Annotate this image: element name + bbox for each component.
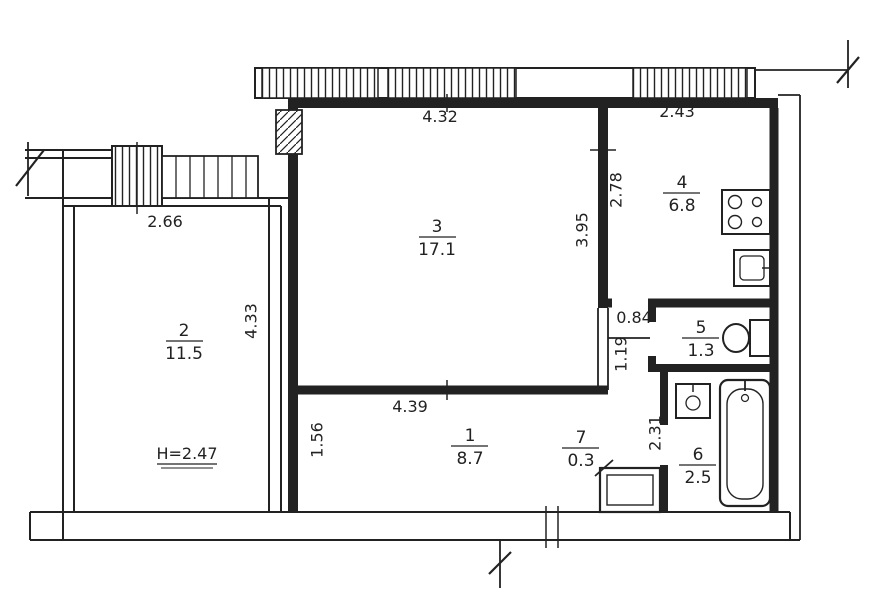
room-5-area: 1.3	[687, 341, 714, 361]
dim-entry-width: 2.66	[147, 212, 183, 231]
room-3-number: 3	[432, 217, 443, 237]
axis-ticks	[15, 40, 860, 588]
room-1-number: 1	[465, 426, 476, 446]
kitchen-sink-icon	[733, 249, 772, 287]
stairs-icon	[161, 155, 259, 199]
room-6-area: 2.5	[684, 468, 711, 488]
bathtub-icon	[718, 378, 772, 508]
stove-icon	[721, 189, 771, 235]
room-4-area: 6.8	[668, 196, 695, 216]
dim-room3-width-bottom: 4.39	[392, 397, 428, 416]
exterior-walls	[29, 94, 801, 541]
dim-room3-depth: 3.95	[573, 212, 592, 248]
window-icon	[261, 67, 379, 99]
window-band	[254, 67, 756, 99]
dimension-labels: 4.32 2.43 2.66 0.84 4.39 2.78 3.95 4.33 …	[147, 102, 695, 469]
washbasin-icon	[675, 383, 711, 419]
closet-box	[594, 459, 662, 514]
toilet-icon	[722, 319, 771, 357]
room-labels: 1 8.7 2 11.5 3 17.1 4 6.8 5 1.3 6 2.5 7 …	[165, 173, 719, 488]
dim-room3-width-top: 4.32	[422, 107, 458, 126]
room-7-area: 0.3	[567, 451, 594, 471]
room-6-number: 6	[693, 445, 704, 465]
room-2-number: 2	[179, 321, 190, 341]
dim-room4-depth: 2.78	[607, 172, 626, 208]
vent-shaft	[275, 109, 303, 155]
room-1-area: 8.7	[456, 449, 483, 469]
window-icon	[632, 67, 748, 99]
window-icon	[387, 67, 517, 99]
interior-walls	[275, 98, 779, 512]
dim-room2-depth: 4.33	[242, 303, 261, 339]
room-2-area: 11.5	[165, 344, 203, 364]
room-7-number: 7	[576, 428, 587, 448]
dim-vestibule-width: 0.84	[616, 308, 652, 327]
room-4-number: 4	[677, 173, 688, 193]
ceiling-height-label: H=2.47	[156, 444, 217, 463]
dim-room4-width: 2.43	[659, 102, 695, 121]
room-3-area: 17.1	[418, 240, 456, 260]
dim-room6-depth: 2.31	[646, 415, 665, 451]
entry-porch	[25, 142, 290, 214]
dim-room1-depth: 1.56	[308, 422, 327, 458]
room-5-number: 5	[696, 318, 707, 338]
dim-vestibule-depth: 1.19	[612, 336, 631, 372]
